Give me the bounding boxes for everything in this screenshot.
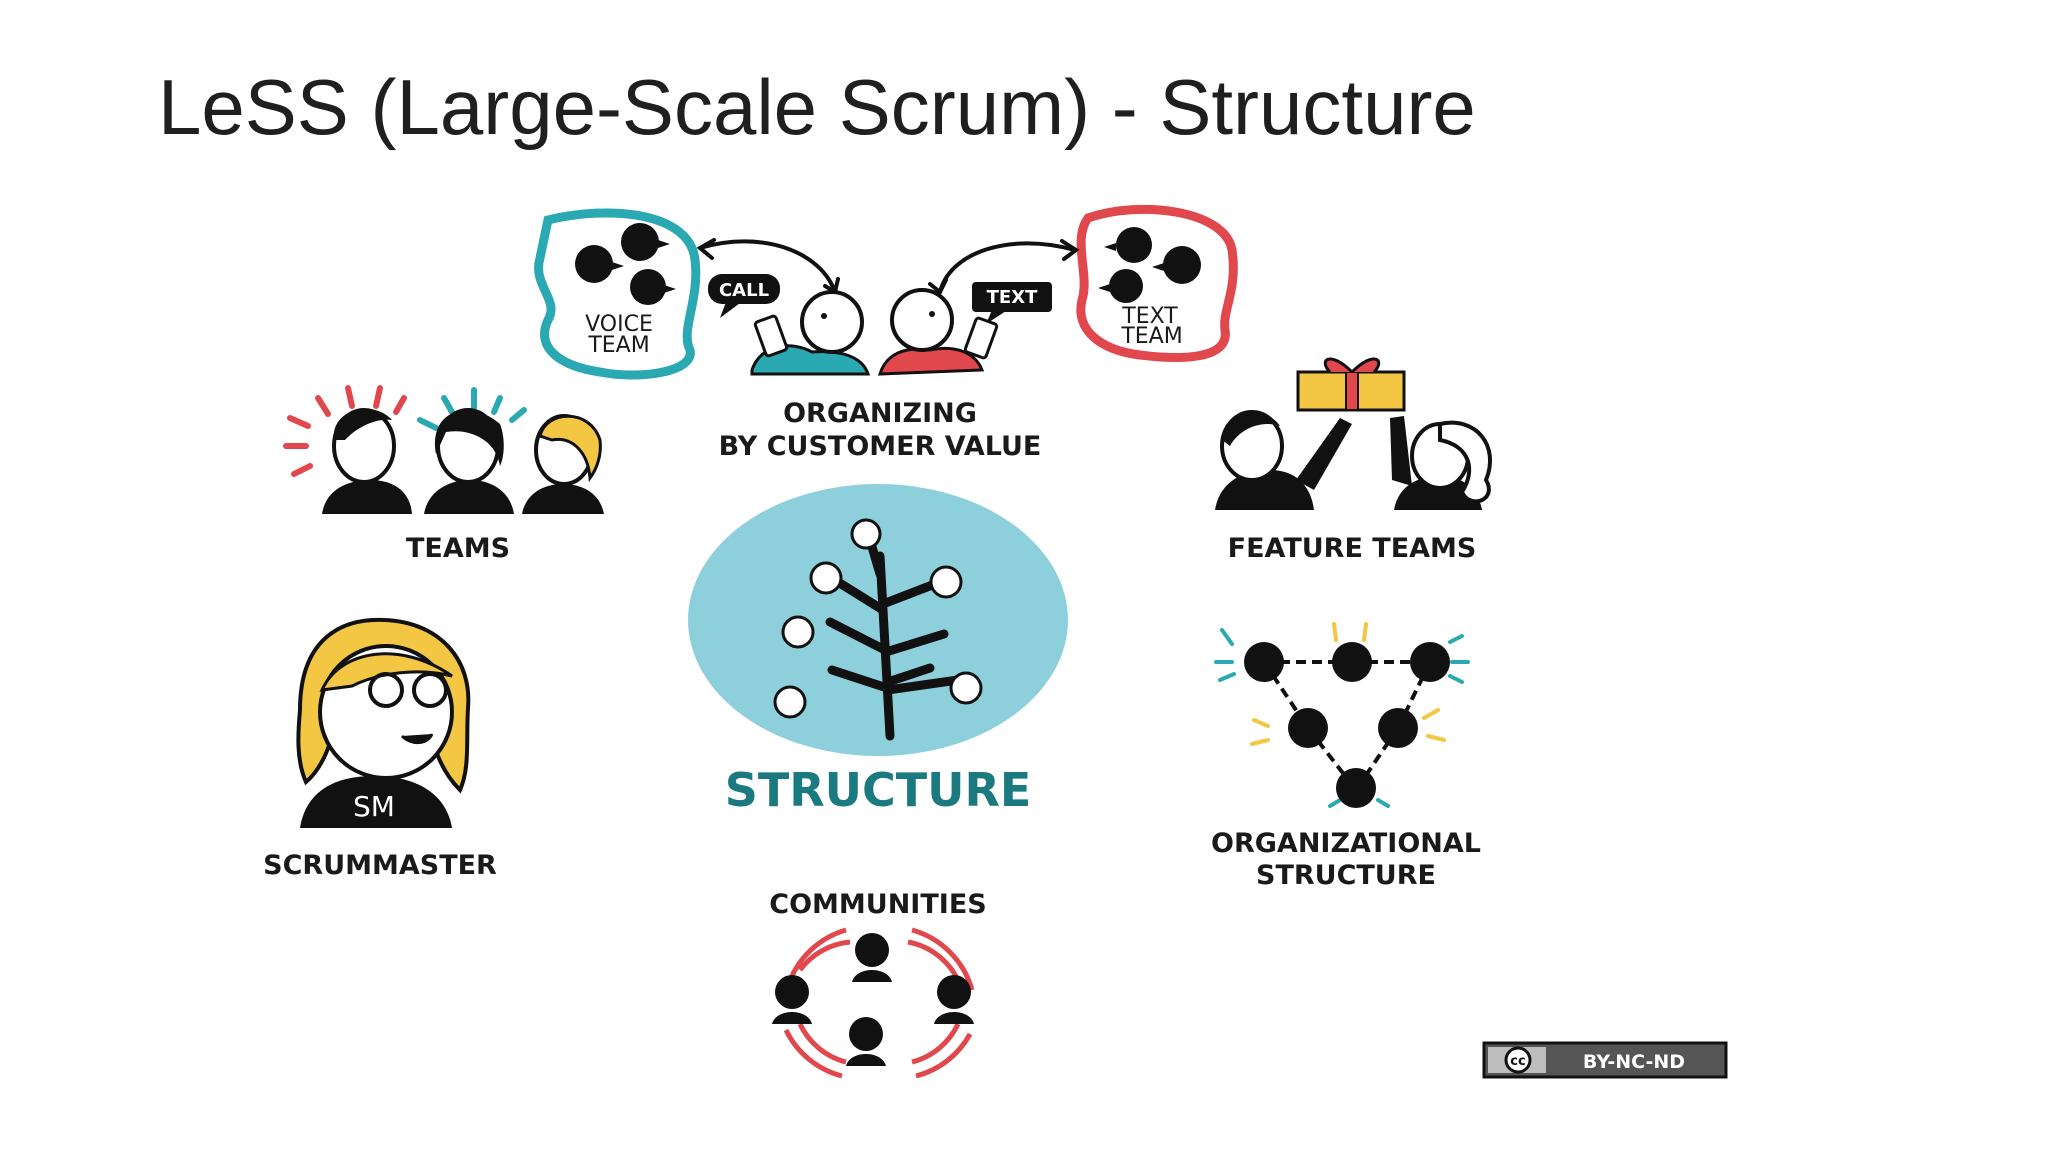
feature-teams-group: FEATURE TEAMS <box>1215 357 1493 564</box>
customer-teal <box>750 290 871 376</box>
community-member-icon <box>849 1017 883 1051</box>
glasses-icon <box>368 672 404 708</box>
text-team-line2: TEAM <box>1120 324 1182 349</box>
org-rays-yellow <box>1250 622 1446 746</box>
scrummaster-group: SM SCRUMMASTER <box>263 617 497 881</box>
structure-label: STRUCTURE <box>725 763 1032 817</box>
community-member-icon <box>855 933 889 967</box>
communities-label: COMMUNITIES <box>769 889 986 920</box>
excitement-lines-teal <box>417 387 527 431</box>
scrummaster-label: SCRUMMASTER <box>263 850 497 881</box>
apple-icon <box>929 565 963 599</box>
phone-icon <box>963 316 999 360</box>
text-team-line1: TEXT <box>1121 304 1178 329</box>
apple-icon <box>850 518 882 550</box>
bird-head-icon <box>630 269 666 305</box>
bird-head-icon <box>1116 227 1152 263</box>
voice-team-line2: TEAM <box>587 333 649 358</box>
org-node-icon <box>1336 768 1376 808</box>
community-member-icon <box>937 975 971 1009</box>
customer-head-icon <box>800 290 864 354</box>
bird-head-icon <box>1163 246 1201 284</box>
bird-head-icon <box>575 245 613 283</box>
apple-icon <box>809 561 843 595</box>
text-bubble: TEXT <box>972 282 1052 324</box>
feature-teams-label: FEATURE TEAMS <box>1228 533 1477 564</box>
customer-red <box>877 288 999 376</box>
license-text: BY-NC-ND <box>1583 1051 1685 1073</box>
call-bubble: CALL <box>708 274 780 318</box>
arrow-voice-to-person <box>698 239 837 294</box>
tree-icon <box>825 535 963 741</box>
bird-head-icon <box>621 223 659 261</box>
license-badge: cc BY-NC-ND <box>1482 1041 1728 1079</box>
apple-icon <box>781 615 815 649</box>
text-team-outline <box>1076 204 1238 362</box>
voice-team-group: VOICE TEAM <box>534 208 701 380</box>
bird-head-icon <box>1109 269 1143 303</box>
org-rays-teal <box>1214 628 1470 808</box>
org-structure-label-line1: ORGANIZATIONAL <box>1211 828 1481 859</box>
text-bubble-text: TEXT <box>987 287 1038 308</box>
slide-title: LeSS (Large-Scale Scrum) - Structure <box>158 63 1476 151</box>
scrummaster-shirt-text: SM <box>353 790 395 823</box>
org-node-icon <box>1244 642 1284 682</box>
teams-label: TEAMS <box>406 533 510 564</box>
excitement-lines-red <box>283 385 407 477</box>
voice-team-line1: VOICE <box>585 312 653 337</box>
voice-team-outline <box>534 208 701 380</box>
org-node-icon <box>1410 642 1450 682</box>
apple-icon <box>949 671 983 705</box>
communities-group: COMMUNITIES <box>769 889 987 1079</box>
organizing-label-line2: BY CUSTOMER VALUE <box>719 431 1042 462</box>
org-node-icon <box>1288 708 1328 748</box>
gift-icon <box>1296 357 1406 412</box>
org-node-icon <box>1378 708 1418 748</box>
apples <box>773 518 983 719</box>
teams-group: TEAMS <box>283 385 604 564</box>
license-cc-text: cc <box>1510 1054 1525 1069</box>
org-node-icon <box>1332 642 1372 682</box>
call-bubble-text: CALL <box>719 280 769 301</box>
creative-commons-icon <box>1504 1046 1532 1074</box>
text-team-group: TEXT TEAM <box>1076 204 1238 362</box>
apple-icon <box>773 685 807 719</box>
org-structure-group: ORGANIZATIONAL STRUCTURE <box>1211 622 1481 891</box>
structure-center: STRUCTURE <box>688 484 1068 817</box>
organizing-label-line1: ORGANIZING <box>783 398 977 429</box>
customer-head-icon <box>890 288 954 352</box>
org-structure-label-line2: STRUCTURE <box>1256 860 1436 891</box>
phone-icon <box>753 314 789 358</box>
community-member-icon <box>775 975 809 1009</box>
